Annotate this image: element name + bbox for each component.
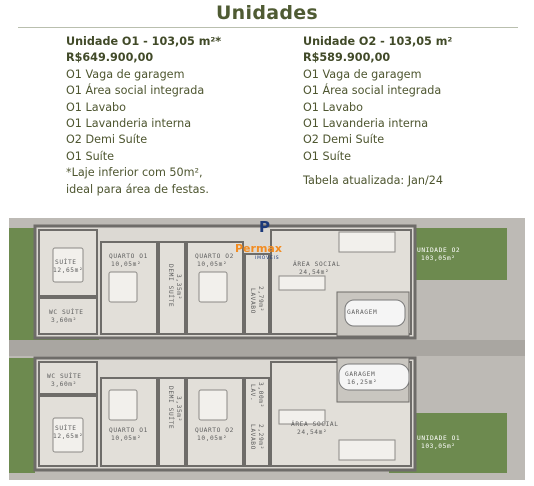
area-lavabo-top: 2,79m² [257, 286, 264, 312]
logo-sub: IMÓVEIS [255, 254, 279, 261]
area-wc-top: 3,60m² [51, 317, 77, 324]
area-suite-bottom: 12,65m² [53, 433, 83, 440]
label-garagem-bottom: GARAGEM [345, 371, 375, 378]
area-quarto2-bottom: 10,05m² [197, 435, 227, 442]
label-garagem-top: GARAGEM [347, 309, 377, 316]
label-quarto2-top: QUARTO O2 [195, 253, 234, 260]
label-social-top: ÁREA SOCIAL [293, 259, 341, 268]
area-demi-top: 3,35m² [175, 274, 182, 300]
unit-02-feature: O1 Lavanderia interna [303, 117, 429, 131]
label-lav-bottom: LAV. [249, 384, 256, 401]
unit-01-feature: O2 Demi Suíte [66, 133, 148, 147]
unit-02-feature: O1 Suíte [303, 149, 352, 163]
floor-plan: SUÍTE 12,65m² WC SUÍTE 3,60m² QUARTO O1 … [9, 218, 525, 480]
unit-02-price: R$589.900,00 [303, 51, 391, 65]
area-lav-bottom: 3,00m² [257, 382, 264, 408]
unit-01-details: Unidade O1 - 103,05 m²* R$649.900,00 O1 … [66, 34, 296, 198]
label-lavabo-bottom: LAVABO [249, 424, 256, 450]
area-suite-top: 12,65m² [53, 267, 83, 274]
label-quarto1-top: QUARTO O1 [109, 253, 148, 260]
label-lavabo-top: LAVABO [249, 288, 256, 314]
logo-name: Permax [235, 242, 282, 255]
label-suite-top: SUÍTE [55, 257, 77, 266]
unit-01-feature: O1 Lavabo [66, 100, 126, 114]
car-icon [338, 363, 410, 391]
unit-01-heading: Unidade O1 - 103,05 m²* [66, 35, 222, 48]
label-quarto1-bottom: QUARTO O1 [109, 427, 148, 434]
label-quarto2-bottom: QUARTO O2 [195, 427, 234, 434]
unit-02-feature: O1 Lavabo [303, 100, 363, 114]
unit-02-feature: O2 Demi Suíte [303, 133, 385, 147]
label-demi-bottom: DEMI SUÍTE [167, 386, 176, 429]
label-demi-top: DEMI SUÍTE [167, 264, 176, 307]
label-social-bottom: ÁREA SOCIAL [291, 419, 339, 428]
label-wc-bottom: WC SUÍTE [47, 371, 82, 380]
area-quarto1-bottom: 10,05m² [111, 435, 141, 442]
area-demi-bottom: 3,35m² [175, 396, 182, 422]
label-suite-bottom: SUÍTE [55, 423, 77, 432]
area-wc-bottom: 3,60m² [51, 381, 77, 388]
area-quarto2-top: 10,05m² [197, 261, 227, 268]
area-social-bottom: 24,54m² [297, 429, 327, 436]
unit-01-note-line1: *Laje inferior com 50m², [66, 166, 203, 180]
area-lavabo-bottom: 2,29m² [257, 424, 264, 450]
label-unit01: UNIDADE O1 [417, 435, 460, 442]
area-quarto1-top: 10,05m² [111, 261, 141, 268]
label-wc-top: WC SUÍTE [49, 307, 84, 316]
car-icon [344, 299, 406, 327]
area-garagem-bottom: 16,25m² [347, 379, 377, 386]
unit-02-feature: O1 Vaga de garagem [303, 67, 422, 81]
grass-area [9, 358, 35, 473]
area-social-top: 24,54m² [299, 269, 329, 276]
floor-plan-drawing: SUÍTE 12,65m² WC SUÍTE 3,60m² QUARTO O1 … [9, 218, 525, 480]
unit-01-note-line2: ideal para área de festas. [66, 182, 209, 196]
unit-01-feature: O1 Vaga de garagem [66, 67, 185, 81]
area-unit01: 103,05m² [421, 443, 456, 450]
grass-area [9, 228, 35, 340]
unit-01-price: R$649.900,00 [66, 51, 154, 65]
permax-logo: P Permax IMÓVEIS [235, 218, 282, 261]
unit-01-feature: O1 Suíte [66, 149, 115, 163]
table-updated-note: Tabela atualizada: Jan/24 [303, 174, 444, 188]
unit-02-details: Unidade O2 - 103,05 m² R$589.900,00 O1 V… [303, 34, 533, 190]
unit-divider [9, 340, 525, 356]
unit-02-heading: Unidade O2 - 103,05 m² [303, 35, 453, 48]
logo-letter: P [259, 218, 270, 236]
unit-01-feature: O1 Área social integrada [66, 84, 205, 98]
page-title: Unidades [215, 2, 319, 24]
title-divider [18, 27, 518, 28]
unit-02-feature: O1 Área social integrada [303, 84, 442, 98]
area-unit02: 103,05m² [421, 255, 456, 262]
label-unit02: UNIDADE O2 [417, 247, 460, 254]
unit-01-feature: O1 Lavanderia interna [66, 117, 192, 131]
